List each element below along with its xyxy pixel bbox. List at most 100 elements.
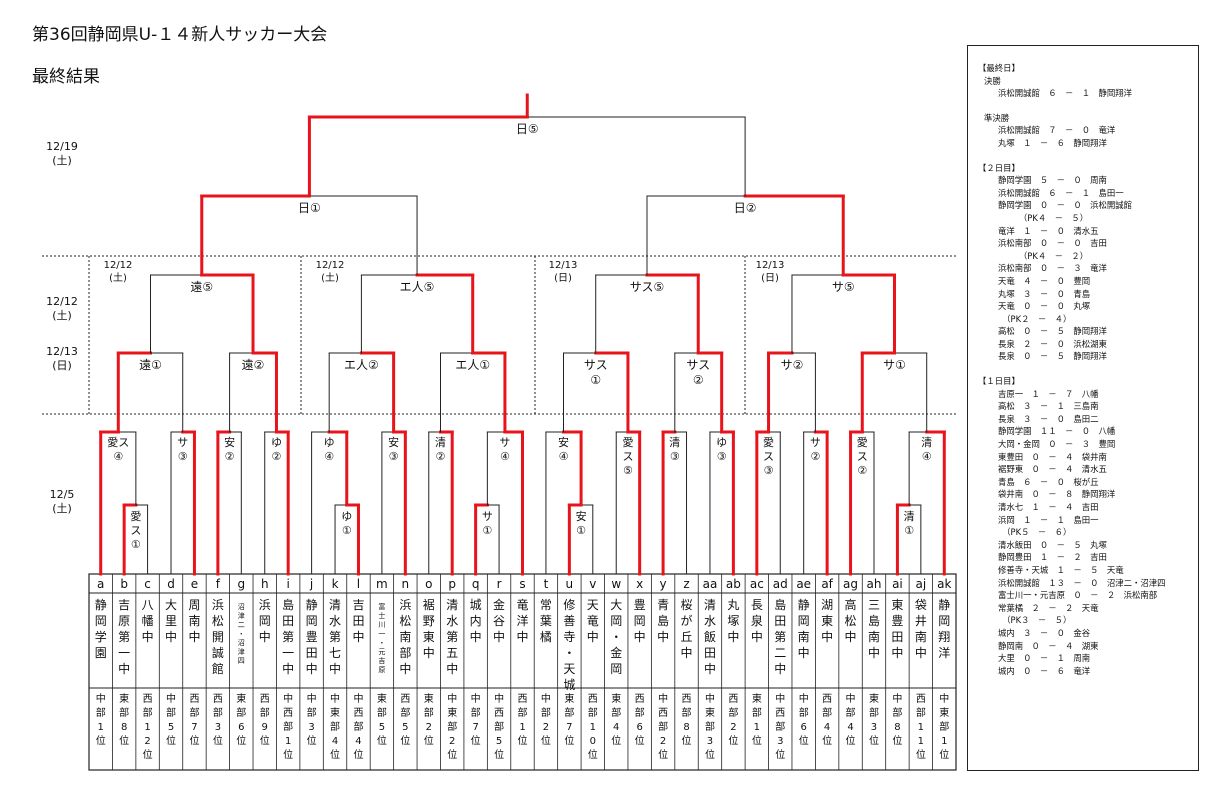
match-label: ② — [857, 464, 867, 477]
team-code: b — [120, 577, 128, 591]
team-rank: 2 — [660, 736, 666, 747]
team-name: 吉 — [378, 657, 385, 665]
result-line: 青島 ６ － ０ 桜が丘 — [998, 476, 1099, 487]
team-rank: 西 — [635, 694, 645, 705]
result-line: 東豊田 ０ － ４ 袋井南 — [998, 451, 1107, 462]
block-date-label: 12/12 — [104, 260, 133, 271]
team-name: 第 — [446, 630, 458, 644]
date-label: 12/13 — [46, 345, 78, 358]
team-rank: 位 — [799, 734, 809, 747]
match-label: 愛 — [857, 436, 868, 449]
team-rank: 位 — [682, 734, 692, 747]
team-rank: 8 — [683, 722, 689, 733]
team-rank: 3 — [308, 722, 314, 733]
team-rank: 部 — [471, 706, 481, 719]
block-date-label: 12/12 — [316, 260, 345, 271]
team-name: 部 — [399, 645, 411, 660]
team-code: af — [821, 577, 833, 591]
team-rank: 東 — [330, 706, 340, 719]
result-line: 修善寺・天城 １ － ５ 天竜 — [998, 564, 1124, 575]
match-label: 安 — [388, 435, 399, 449]
team-code: q — [472, 577, 480, 591]
match-label: 遠② — [242, 358, 265, 372]
team-name: 飯 — [704, 629, 716, 644]
block-date-label: (日) — [761, 273, 779, 284]
team-rank: 西 — [822, 694, 832, 705]
team-code: j — [309, 577, 313, 591]
match-label: 安 — [558, 435, 569, 449]
team-name: 第 — [774, 630, 786, 644]
team-name: 洋 — [516, 613, 528, 628]
result-line: 竜洋 １ － ０ 清水五 — [998, 225, 1099, 236]
match-label: サス⑤ — [630, 280, 665, 294]
team-name: 中 — [891, 645, 903, 660]
team-rank: 部 — [869, 706, 879, 719]
match-label: エ人② — [344, 358, 379, 372]
match-label: 愛 — [622, 436, 633, 449]
match-label: 安 — [224, 435, 235, 449]
team-rank: 位 — [775, 748, 785, 761]
team-rank: 位 — [892, 734, 902, 747]
result-line: 裾野東 ０ － ４ 清水五 — [998, 464, 1107, 475]
team-name: 中 — [516, 629, 528, 644]
team-rank: 0 — [590, 736, 596, 747]
team-name: 中 — [352, 629, 364, 644]
team-rank: 位 — [143, 748, 153, 761]
team-name: 中 — [165, 629, 177, 644]
team-rank: 7 — [566, 722, 572, 733]
team-name: 裾 — [423, 597, 435, 612]
team-name: 開 — [212, 630, 224, 644]
team-rank: 6 — [636, 722, 642, 733]
team-code: y — [660, 577, 667, 591]
team-rank: 位 — [822, 734, 832, 747]
date-label: 12/12 — [46, 295, 78, 308]
team-name: 袋 — [915, 598, 927, 612]
match-label: 遠⑤ — [190, 280, 213, 294]
team-rank: 部 — [189, 706, 199, 719]
team-rank: 中 — [96, 692, 106, 705]
team-name: 島 — [774, 597, 786, 612]
team-rank: 中 — [799, 692, 809, 705]
team-rank: 位 — [377, 734, 387, 747]
team-name: 豊 — [891, 614, 903, 628]
team-rank: 部 — [260, 706, 270, 719]
team-name: 誠 — [212, 646, 224, 660]
team-name: 学 — [95, 629, 107, 644]
match-label: サ — [499, 436, 510, 449]
match-label: 清 — [435, 436, 446, 449]
team-name: 園 — [95, 646, 107, 660]
match-label: ス — [857, 450, 868, 463]
team-name: 幡 — [142, 613, 154, 628]
result-line: 城内 ３ － ０ 金谷 — [998, 627, 1091, 638]
team-name: 南 — [868, 629, 880, 644]
match-label: ② — [225, 450, 235, 463]
result-line: 高松 ０ － ５ 静岡翔洋 — [998, 326, 1107, 337]
team-rank: 中 — [494, 692, 504, 705]
team-name: 岡 — [610, 662, 622, 676]
match-label: ② — [693, 373, 704, 387]
team-name: 竜 — [587, 614, 599, 628]
team-code: g — [237, 577, 245, 591]
team-name: 東 — [821, 614, 833, 628]
team-rank: 部 — [236, 706, 246, 719]
team-code: d — [167, 577, 175, 591]
match-label: ゆ — [271, 436, 282, 449]
block-date-label: (日) — [554, 273, 572, 284]
team-rank: 中 — [447, 692, 457, 705]
team-rank: 部 — [588, 706, 598, 719]
team-name: 周 — [188, 598, 200, 612]
team-rank: 部 — [377, 706, 387, 719]
team-name: 八 — [142, 598, 154, 612]
team-rank: 位 — [494, 748, 504, 761]
team-rank: 東 — [752, 692, 762, 705]
team-rank: 位 — [424, 734, 434, 747]
result-line: 浜松開誠館 ６ － １ 静岡翔洋 — [998, 88, 1132, 99]
team-code: ai — [892, 577, 903, 591]
match-label: ① — [590, 373, 601, 387]
team-rank: 7 — [191, 722, 197, 733]
team-rank: 8 — [121, 722, 127, 733]
team-name: 中 — [868, 645, 880, 660]
team-name: 館 — [212, 661, 224, 676]
team-name: 東 — [891, 598, 903, 612]
team-code: p — [448, 577, 456, 591]
